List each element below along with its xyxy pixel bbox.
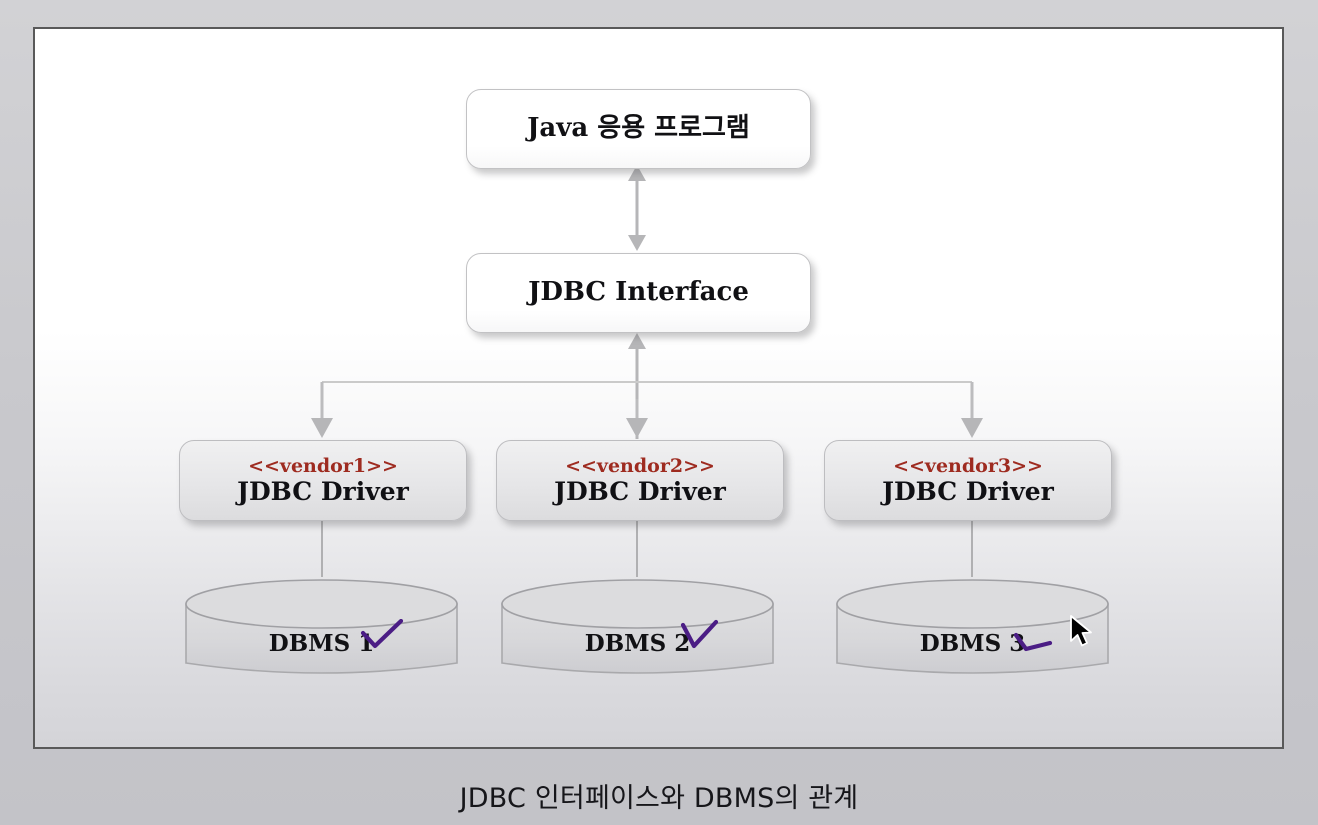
- vendor2-label: <<vendor2>>: [565, 454, 715, 477]
- check-icon-2: [680, 619, 719, 649]
- cylinder-shape-3: [836, 579, 1109, 674]
- node-jdbc-interface[interactable]: JDBC Interface: [466, 253, 811, 333]
- mouse-cursor-icon: [1070, 615, 1092, 647]
- node-java-application[interactable]: Java 응용 프로그램: [466, 89, 811, 169]
- diagram-caption: JDBC 인터페이스와 DBMS의 관계: [459, 783, 859, 814]
- connector-bus-line: [321, 381, 973, 418]
- connector-drivers-databases: [321, 521, 973, 577]
- java-application-label: Java 응용 프로그램: [527, 113, 750, 144]
- node-jdbc-driver-3[interactable]: <<vendor3>> JDBC Driver: [824, 440, 1112, 521]
- diagram-frame: Java 응용 프로그램 JDBC Interface <<vendor1>> …: [33, 27, 1284, 749]
- connector-app-interface: [628, 165, 646, 251]
- jdbc-driver-3-label: JDBC Driver: [882, 476, 1054, 506]
- jdbc-driver-2-label: JDBC Driver: [554, 476, 726, 506]
- connector-bus-drivers: [311, 382, 983, 438]
- connector-layer: [311, 165, 983, 577]
- cylinder-shape-1: [185, 579, 458, 674]
- jdbc-driver-1-label: JDBC Driver: [237, 476, 409, 506]
- node-jdbc-driver-1[interactable]: <<vendor1>> JDBC Driver: [179, 440, 467, 521]
- check-icon-3: [1013, 632, 1053, 652]
- jdbc-interface-label: JDBC Interface: [528, 277, 749, 308]
- vendor3-label: <<vendor3>>: [893, 454, 1043, 477]
- vendor1-label: <<vendor1>>: [248, 454, 398, 477]
- database-cylinder-1[interactable]: DBMS 1: [183, 577, 460, 689]
- cylinder-shape-2: [501, 579, 774, 674]
- node-jdbc-driver-2[interactable]: <<vendor2>> JDBC Driver: [496, 440, 784, 521]
- check-icon-1: [360, 619, 404, 649]
- database-cylinder-2[interactable]: DBMS 2: [499, 577, 776, 689]
